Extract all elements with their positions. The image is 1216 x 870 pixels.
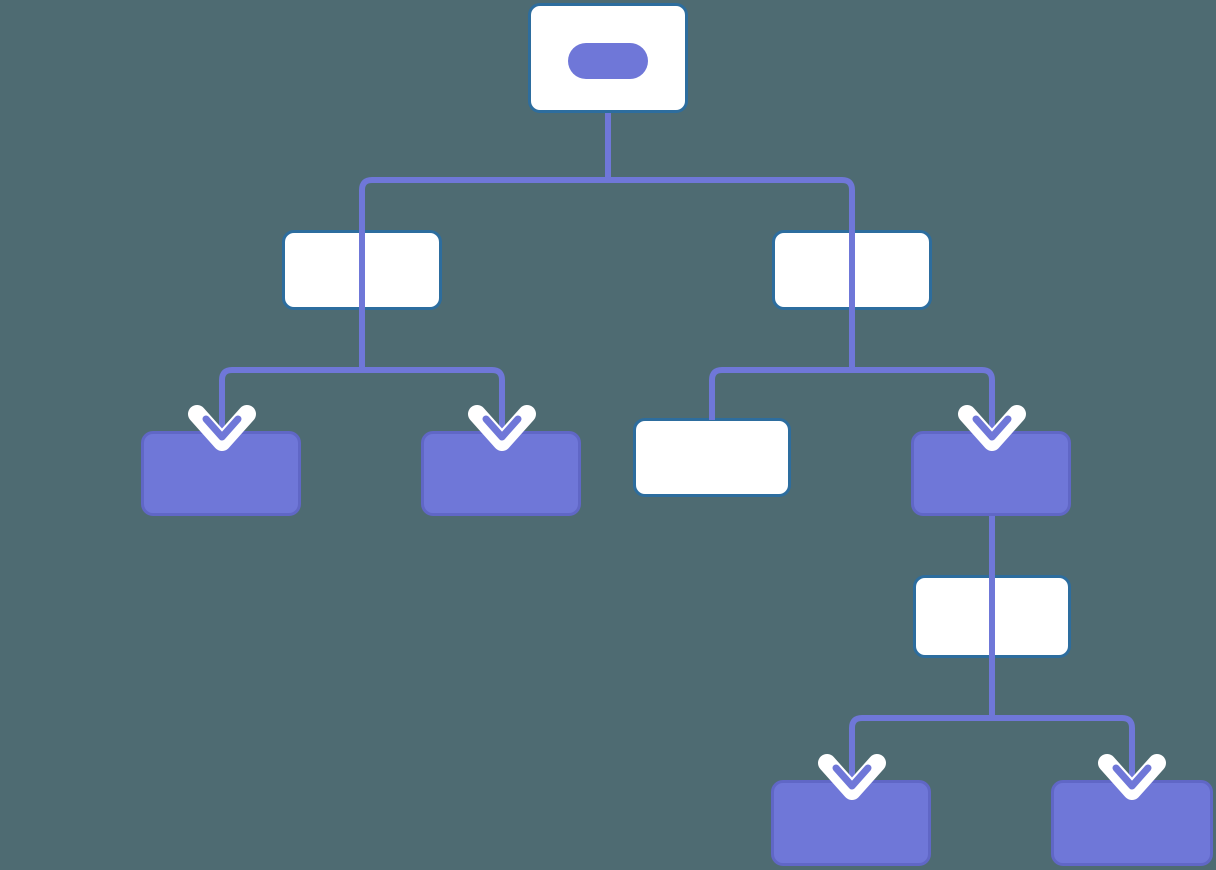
node-root-pill-label (568, 43, 648, 79)
edge-l4-to-l5a (818, 658, 995, 800)
node-l4[interactable] (913, 575, 1071, 658)
node-l3a[interactable] (141, 431, 301, 516)
node-l3b[interactable] (421, 431, 581, 516)
node-l3c[interactable] (633, 418, 791, 497)
node-l5a[interactable] (771, 780, 931, 866)
edge-l2b-to-l3d (849, 310, 1026, 451)
node-l2b[interactable] (772, 230, 932, 310)
edge-l2a-to-l3a (188, 310, 365, 451)
node-l5b[interactable] (1051, 780, 1213, 866)
edge-l2b-to-l3c (709, 310, 855, 420)
edge-l4-to-l5b (989, 658, 1166, 800)
node-l3d[interactable] (911, 431, 1071, 516)
edge-l2a-to-l3b (359, 310, 536, 451)
node-l2a[interactable] (282, 230, 442, 310)
